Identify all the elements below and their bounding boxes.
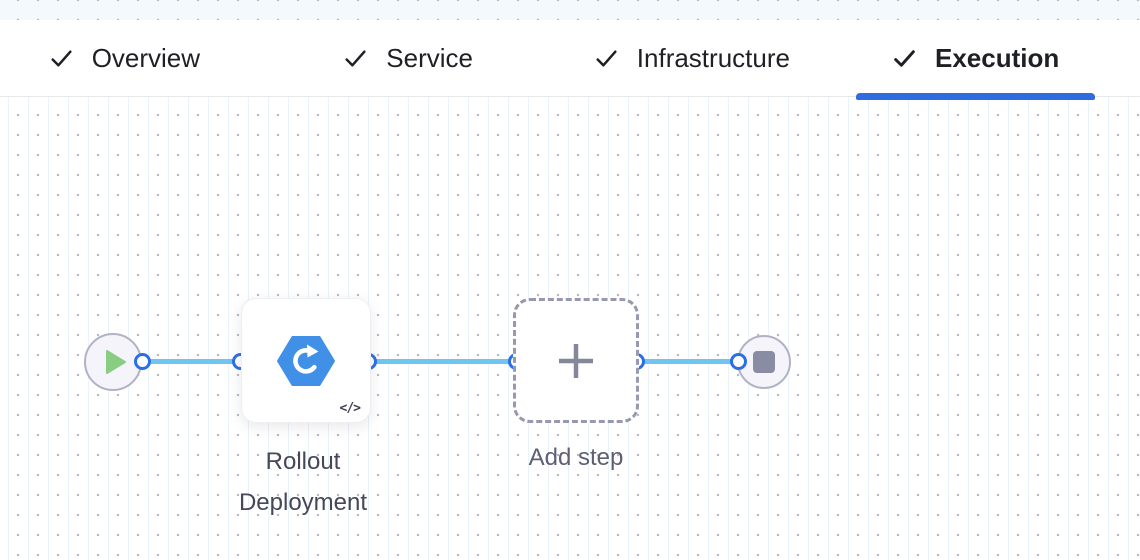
tab-label: Infrastructure — [636, 42, 790, 73]
connector-line — [636, 359, 738, 364]
canvas-top-strip — [0, 0, 1140, 20]
play-icon — [105, 350, 126, 374]
add-step-label: Add step — [528, 444, 624, 471]
active-tab-underline — [856, 93, 1095, 100]
tab-label: Service — [386, 42, 473, 73]
code-view-icon: </> — [339, 401, 362, 416]
tab-overview[interactable]: Overview — [5, 20, 244, 96]
pipeline-canvas[interactable]: </> Rollout Deployment Add step — [0, 97, 1140, 560]
tab-label: Execution — [935, 42, 1060, 73]
plus-icon — [559, 343, 593, 378]
step-node-rollout-deployment[interactable]: </> — [241, 298, 371, 423]
add-step-node[interactable] — [513, 298, 639, 423]
tab-label: Overview — [91, 42, 201, 73]
tab-execution[interactable]: Execution — [856, 20, 1095, 100]
stop-icon — [753, 351, 775, 373]
step-label-rollout-deployment: Rollout Deployment — [238, 448, 368, 516]
connector-line — [142, 359, 240, 364]
check-icon — [51, 49, 72, 67]
tab-service[interactable]: Service — [289, 20, 528, 96]
rollout-hexagon-icon — [277, 335, 335, 386]
connector-port[interactable] — [134, 353, 151, 370]
check-icon — [894, 49, 915, 67]
connector-port[interactable] — [730, 353, 747, 370]
stage-tabbar: Overview Service Infrastructure Executio… — [0, 20, 1140, 100]
start-node — [84, 333, 142, 391]
check-icon — [596, 49, 617, 67]
connector-line — [368, 359, 516, 364]
tab-infrastructure[interactable]: Infrastructure — [573, 20, 812, 96]
check-icon — [345, 49, 366, 67]
